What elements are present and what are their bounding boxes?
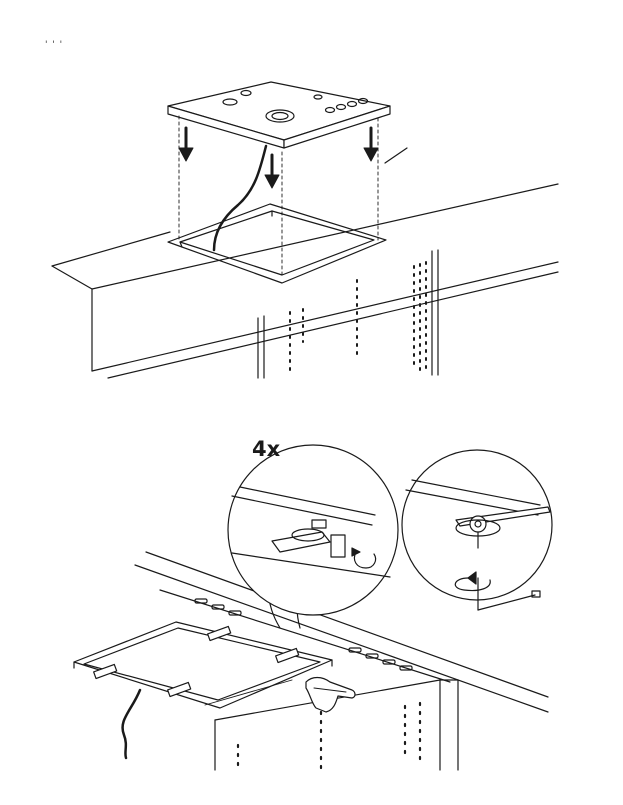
detail-circle-screw: [401, 449, 553, 611]
down-arrow-icon: [363, 126, 379, 162]
hand-icon: [305, 676, 356, 713]
page-mark: ' ' ': [45, 40, 64, 50]
quantity-label: 4x: [252, 437, 281, 461]
burner-small-icon: [313, 94, 323, 100]
frame-bracket: [93, 625, 300, 698]
power-cable: [121, 688, 142, 760]
rotate-arrow-icon: [351, 547, 377, 569]
bracket-slots: [194, 598, 413, 671]
cabinet: [257, 249, 439, 379]
worktop-cutout: [167, 203, 387, 284]
step2-bracket-fixing: [73, 444, 553, 772]
step1-hob-insertion: [51, 81, 559, 379]
control-knobs: [324, 97, 369, 114]
worktop-lower: [134, 551, 549, 713]
burner-small-icon: [222, 98, 238, 106]
rotate-arrow-icon: [454, 571, 491, 592]
worktop: [51, 147, 559, 379]
screwdriver-icon: [477, 577, 541, 611]
down-arrow-icon: [178, 126, 194, 162]
burner-small-icon: [240, 89, 252, 97]
down-arrow-icon: [264, 153, 280, 189]
burner-large-icon: [265, 109, 295, 123]
guide-lines: [178, 115, 379, 279]
detail-circle-bracket: [227, 444, 399, 616]
power-cable: [212, 144, 268, 252]
hob: [167, 81, 391, 149]
